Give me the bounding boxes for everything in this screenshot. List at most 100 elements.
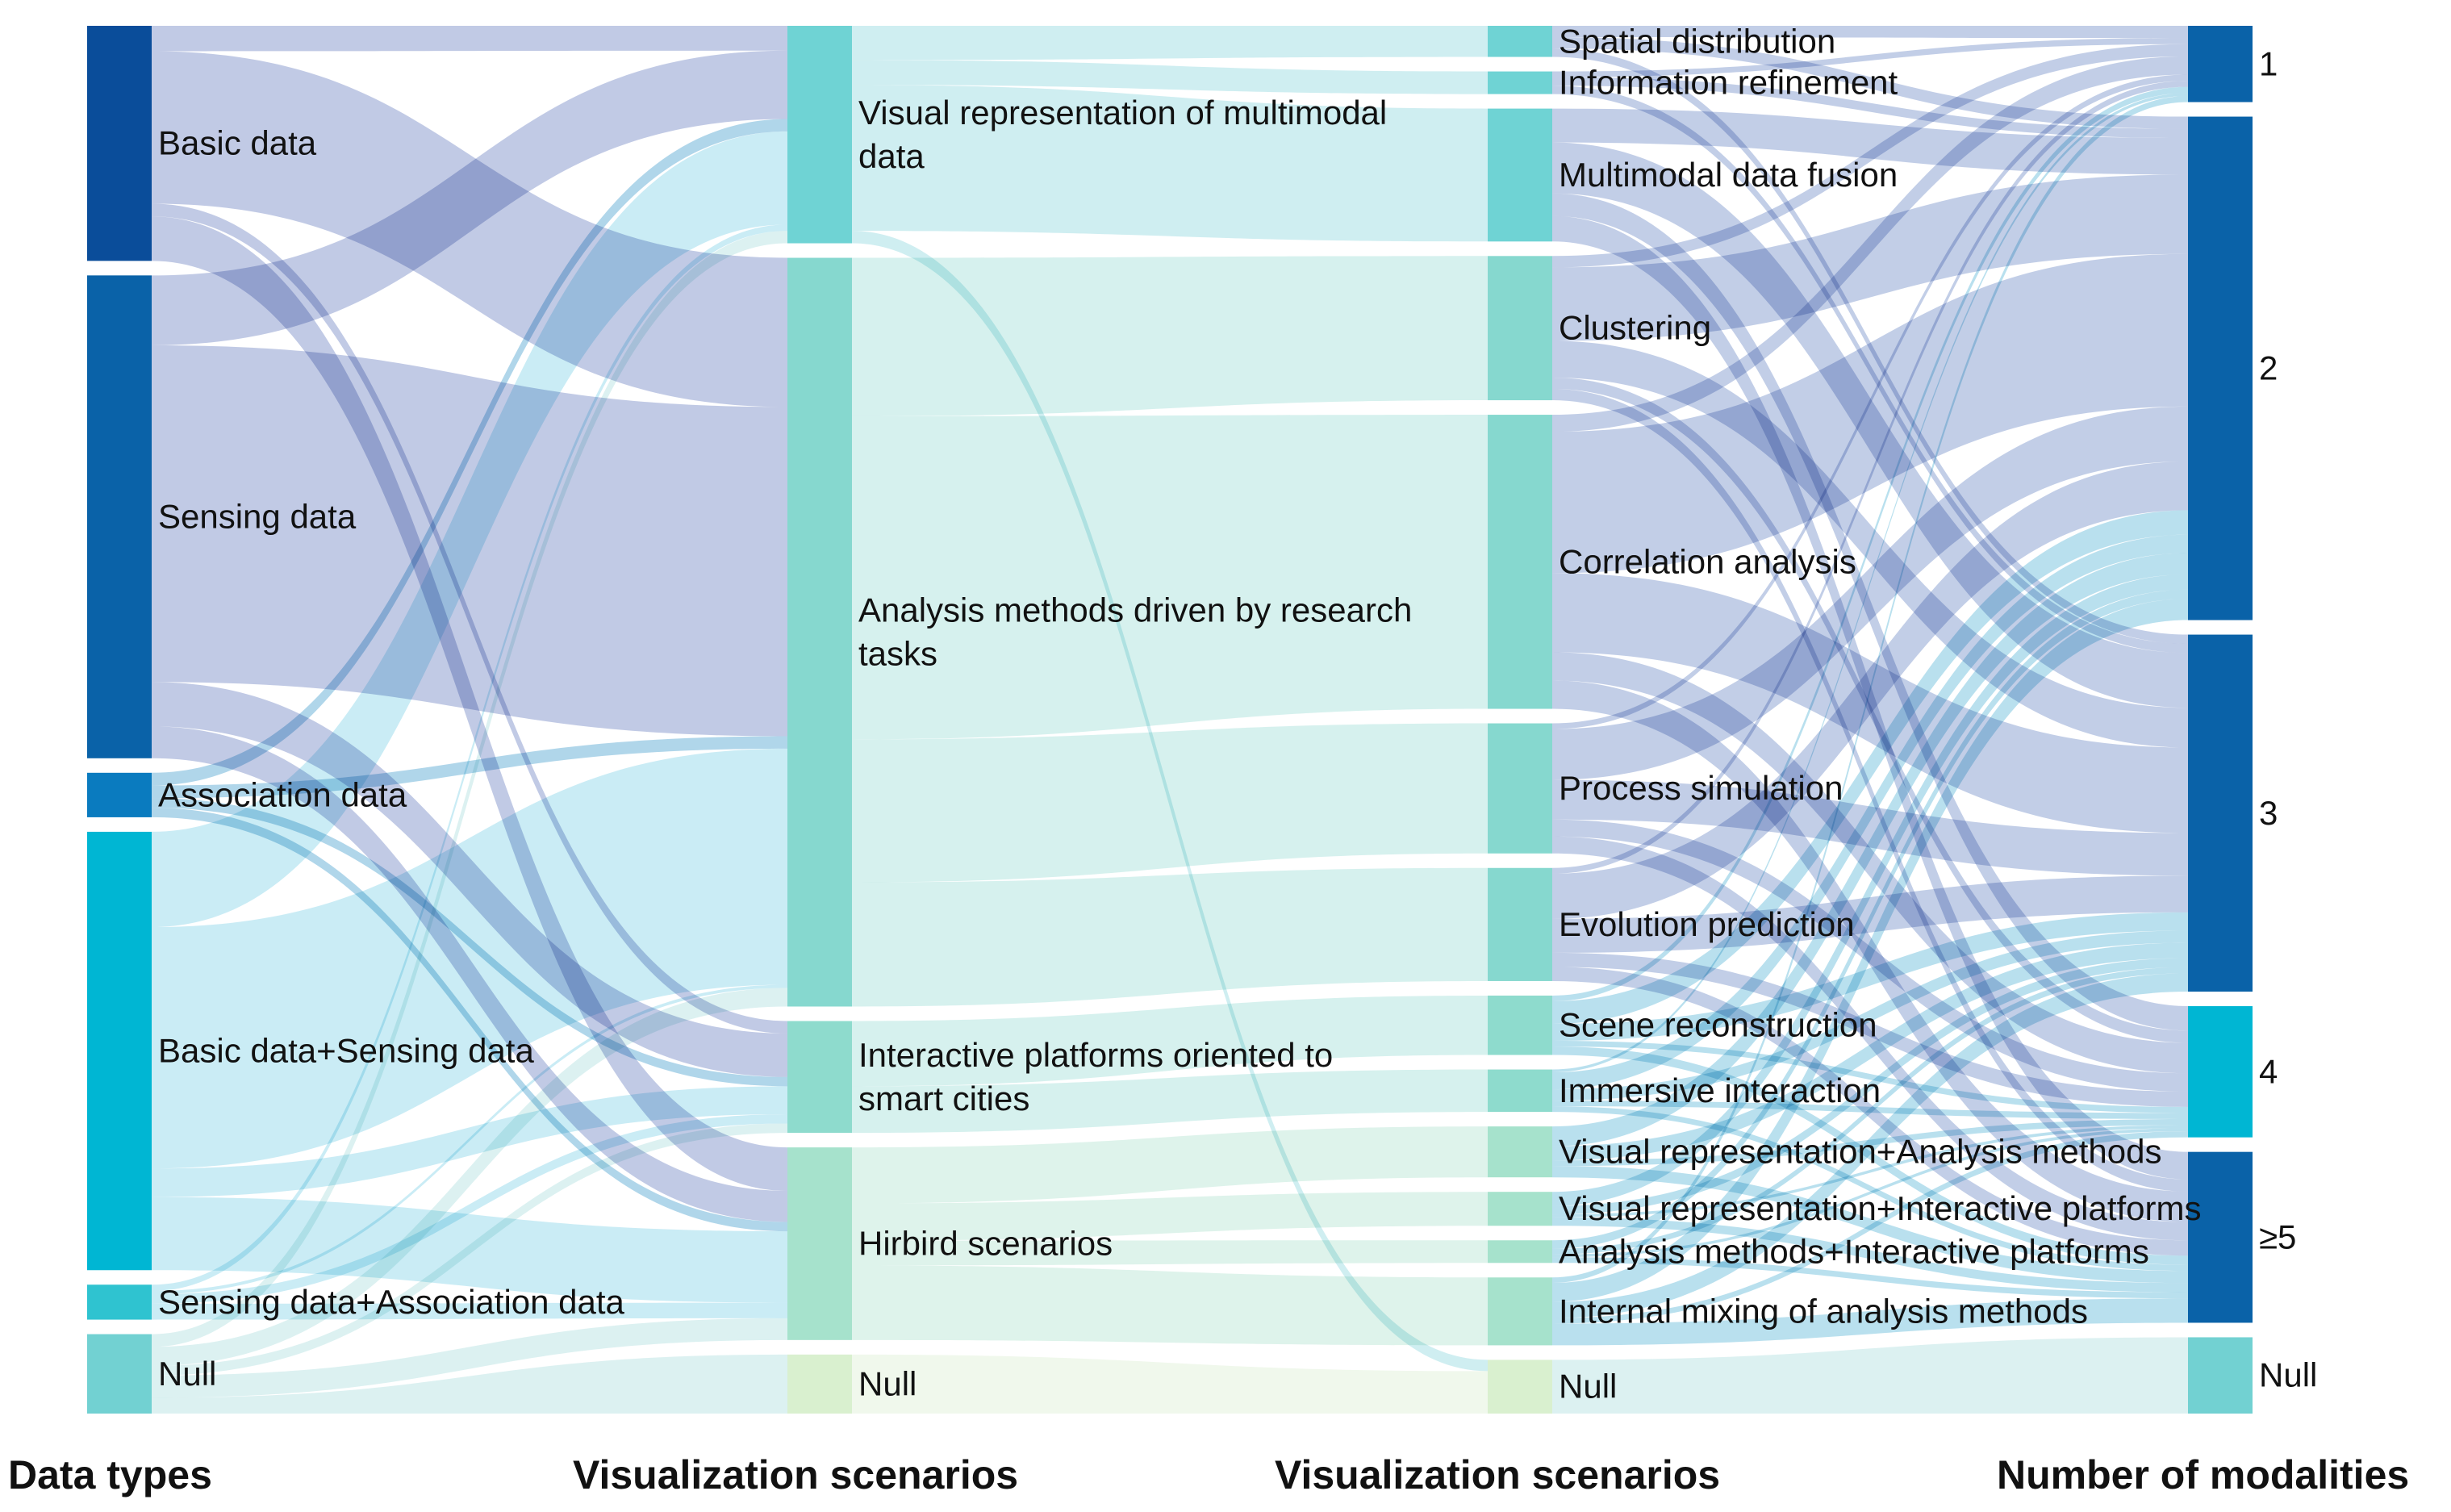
link-ep-m1 xyxy=(1552,81,2188,874)
link-bsd-ip xyxy=(152,1086,787,1197)
link-vram-m5 xyxy=(1552,1166,2188,1284)
node-label-sd: Sensing data xyxy=(158,498,357,536)
link-ima-m3 xyxy=(1552,973,2188,1318)
link-ima-m1 xyxy=(1552,95,2188,1284)
link-amip-m2 xyxy=(1552,589,2188,1249)
link-ps-m2 xyxy=(1552,406,2188,780)
node-ca xyxy=(1488,415,1552,709)
node-ep xyxy=(1488,867,1552,981)
node-m3 xyxy=(2188,634,2253,992)
nodes-layer xyxy=(87,26,2253,1414)
link-ima-m5 xyxy=(1552,1298,2188,1346)
link-ir-m1 xyxy=(1552,38,2188,77)
link-vr-mdf xyxy=(852,85,1488,242)
node-label-n1: Null xyxy=(158,1355,216,1393)
link-vrip-m5 xyxy=(1552,1217,2188,1293)
link-cl-m1 xyxy=(1552,44,2188,268)
link-n1-vr xyxy=(152,231,787,1347)
node-label-sad: Sensing data+Association data xyxy=(158,1283,625,1321)
link-sr-m2 xyxy=(1552,510,2188,1024)
link-vr-ir xyxy=(852,60,1488,94)
link-ps-m3 xyxy=(1552,779,2188,876)
node-label-m4: 4 xyxy=(2259,1052,2278,1090)
links-layer xyxy=(152,26,2188,1414)
link-am-cl xyxy=(852,256,1488,416)
node-mn xyxy=(2188,1337,2253,1414)
node-ad xyxy=(87,772,152,817)
column-title-data-types: Data types xyxy=(8,1452,212,1497)
node-amip xyxy=(1488,1240,1552,1263)
node-label-mdf: Multimodal data fusion xyxy=(1559,156,1898,194)
link-bd-vr xyxy=(152,26,787,52)
column-titles: Data types Visualization scenarios Visua… xyxy=(8,1452,2409,1497)
node-m2 xyxy=(2188,116,2253,620)
node-label-hs: Hirbird scenarios xyxy=(858,1224,1113,1262)
link-mdf-m2 xyxy=(1552,108,2188,175)
link-ca-m1 xyxy=(1552,56,2188,432)
link-sad-vr xyxy=(152,224,787,1292)
link-vrip-m3 xyxy=(1552,958,2188,1215)
node-label-mn: Null xyxy=(2259,1356,2317,1394)
link-amip-m3 xyxy=(1552,967,2188,1255)
link-sr-m1 xyxy=(1552,86,2188,1001)
node-hs xyxy=(787,1147,852,1340)
link-bsd-vr xyxy=(152,131,787,928)
link-bsd-am xyxy=(152,748,787,1169)
link-sr-m5 xyxy=(1552,1046,2188,1265)
link-amip-m4 xyxy=(1552,1128,2188,1258)
link-spd-m1 xyxy=(1552,26,2188,39)
node-label-m1: 1 xyxy=(2259,44,2278,82)
node-ii xyxy=(1488,1069,1552,1113)
link-ima-m4 xyxy=(1552,1131,2188,1324)
node-label-amip: Analysis methods+Interactive platforms xyxy=(1559,1232,2149,1270)
link-hs-ima xyxy=(852,1265,1488,1346)
link-n3-mn xyxy=(1552,1337,2188,1414)
link-ii-m3 xyxy=(1552,930,2188,1101)
node-sad xyxy=(87,1284,152,1320)
link-n1-ip xyxy=(152,1123,787,1376)
link-am-ca xyxy=(852,415,1488,740)
node-cl xyxy=(1488,256,1552,401)
node-label-cl: Clustering xyxy=(1559,309,1711,347)
link-ps-m1 xyxy=(1552,74,2188,729)
node-sr xyxy=(1488,995,1552,1055)
link-ir-m2 xyxy=(1552,77,2188,139)
node-label-sr: Scene reconstruction xyxy=(1559,1006,1877,1044)
link-vram-m3 xyxy=(1552,942,2188,1161)
link-ca-m2 xyxy=(1552,253,2188,574)
link-vrip-m4 xyxy=(1552,1125,2188,1218)
column-title-visualization-scenarios-1: Visualization scenarios xyxy=(573,1452,1018,1497)
node-m4 xyxy=(2188,1006,2253,1138)
link-am-ps xyxy=(852,723,1488,883)
link-n1-hs xyxy=(152,1318,787,1398)
node-m5 xyxy=(2188,1151,2253,1323)
link-n1-am xyxy=(152,988,787,1366)
node-label-ps: Process simulation xyxy=(1559,769,1843,807)
link-ep-m3 xyxy=(1552,875,2188,953)
link-sad-am xyxy=(152,984,787,1295)
node-sd xyxy=(87,275,152,758)
link-amip-m5 xyxy=(1552,1257,2188,1299)
link-ii-m5 xyxy=(1552,1106,2188,1272)
link-sd-vr xyxy=(152,50,787,345)
node-n3 xyxy=(1488,1360,1552,1414)
link-hs-vrip xyxy=(852,1192,1488,1241)
link-ii-m1 xyxy=(1552,93,2188,1073)
link-vr-spd xyxy=(852,26,1488,61)
node-spd xyxy=(1488,26,1552,57)
link-ip-sr xyxy=(852,995,1488,1087)
node-am xyxy=(787,257,852,1007)
link-n2-n3 xyxy=(852,1354,1488,1414)
node-vrip xyxy=(1488,1192,1552,1226)
node-label-ad: Association data xyxy=(158,775,407,813)
link-spd-m2 xyxy=(1552,37,2188,129)
link-vram-m2 xyxy=(1552,553,2188,1147)
node-label-vrip: Visual representation+Interactive platfo… xyxy=(1559,1189,2201,1227)
node-label-ii: Immersive interaction xyxy=(1559,1071,1881,1109)
node-vram xyxy=(1488,1126,1552,1178)
link-cl-m5 xyxy=(1552,389,2188,1192)
node-ima xyxy=(1488,1277,1552,1346)
